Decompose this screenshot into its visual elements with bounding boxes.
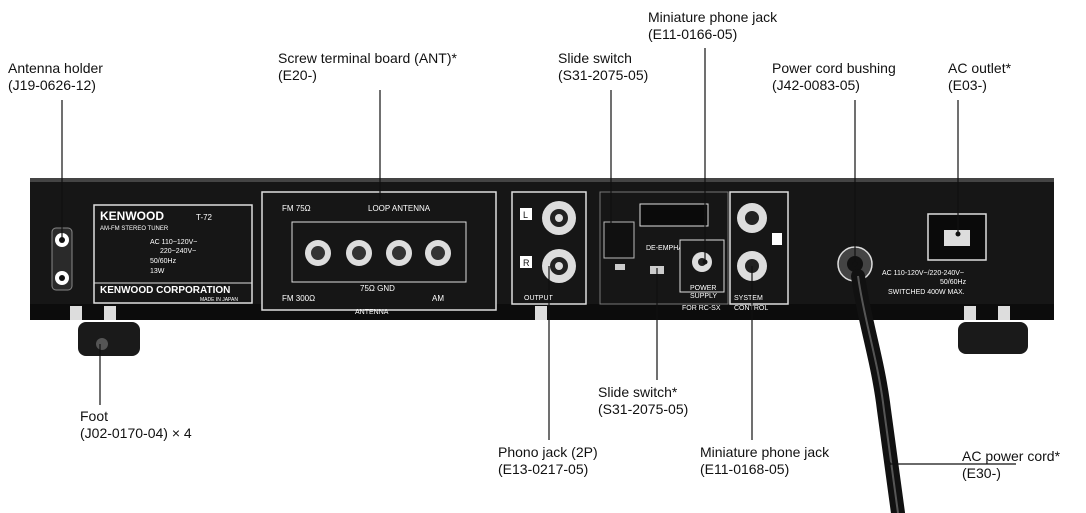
right-channel-label: R	[523, 258, 530, 268]
callout-part: (E03-)	[948, 77, 1011, 94]
callout-part: (E20-)	[278, 67, 457, 84]
callout-part: (S31-2075-05)	[558, 67, 648, 84]
callout-antenna-holder: Antenna holder (J19-0626-12)	[8, 60, 103, 94]
callout-part: (S31-2075-05)	[598, 401, 688, 418]
model-label: T-72	[196, 213, 213, 222]
left-channel-label: L	[523, 210, 528, 220]
callout-screw-terminal: Screw terminal board (ANT)* (E20-)	[278, 50, 457, 84]
callout-mini-jack-top: Miniature phone jack (E11-0166-05)	[648, 9, 777, 43]
rating-line-2: 220~240V~	[160, 248, 196, 255]
callout-name: Slide switch	[558, 50, 648, 67]
foot-right	[958, 322, 1028, 354]
ac-outlet-label-3: SWITCHED 400W MAX.	[888, 289, 965, 296]
gnd-label: 75Ω GND	[360, 284, 395, 293]
rating-line-3: 50/60Hz	[150, 258, 177, 265]
callout-part: (E11-0168-05)	[700, 461, 829, 478]
product-label: AM-FM STEREO TUNER	[100, 226, 169, 232]
foot	[78, 322, 140, 356]
made-in-label: MADE IN JAPAN	[200, 297, 238, 303]
callout-part: (E11-0166-05)	[648, 26, 777, 43]
callout-part: (E30-)	[962, 465, 1060, 482]
antenna-label: ANTENNA	[355, 309, 389, 316]
callout-name: Phono jack (2P)	[498, 444, 598, 461]
callout-part: (J02-0170-04) × 4	[80, 425, 192, 442]
fm75-label: FM 75Ω	[282, 204, 311, 213]
callout-phono-jack: Phono jack (2P) (E13-0217-05)	[498, 444, 598, 478]
callout-mini-jack-bottom: Miniature phone jack (E11-0168-05)	[700, 444, 829, 478]
callout-ac-power-cord: AC power cord* (E30-)	[962, 448, 1060, 482]
callout-name: Power cord bushing	[772, 60, 896, 77]
callout-name: Antenna holder	[8, 60, 103, 77]
ac-outlet-label-1: AC 110-120V~/220-240V~	[882, 270, 964, 277]
callout-name: Screw terminal board (ANT)*	[278, 50, 457, 67]
brand-label: KENWOOD	[100, 209, 164, 223]
system-control-jacks: SYSTEM CONTROL	[730, 192, 788, 312]
callout-part: (E13-0217-05)	[498, 461, 598, 478]
ac-outlet-label-2: 50/60Hz	[940, 279, 967, 286]
callout-part: (J19-0626-12)	[8, 77, 103, 94]
callout-name: Slide switch*	[598, 384, 688, 401]
power-supply-label-2: SUPPLY	[690, 293, 717, 300]
switch-area: DE-EMPHASIS POWER SUPPLY FOR RC-SX	[600, 192, 728, 312]
loop-antenna-label: LOOP ANTENNA	[368, 204, 431, 213]
callout-slide-switch-bottom: Slide switch* (S31-2075-05)	[598, 384, 688, 418]
callout-ac-outlet: AC outlet* (E03-)	[948, 60, 1011, 94]
fm300-label: FM 300Ω	[282, 294, 315, 303]
callout-name: Foot	[80, 408, 192, 425]
rating-line-1: AC 110~120V~	[150, 239, 197, 246]
power-supply-label-1: POWER	[690, 285, 716, 292]
callout-name: AC power cord*	[962, 448, 1060, 465]
callout-name: Miniature phone jack	[700, 444, 829, 461]
callout-name: Miniature phone jack	[648, 9, 777, 26]
rating-line-4: 13W	[150, 268, 165, 275]
system-control-label-2: CONTROL	[734, 305, 768, 312]
callout-slide-switch-top: Slide switch (S31-2075-05)	[558, 50, 648, 84]
power-supply-label-3: FOR RC-SX	[682, 305, 721, 312]
rating-label-plate: KENWOOD T-72 AM-FM STEREO TUNER AC 110~1…	[94, 205, 252, 303]
system-control-label-1: SYSTEM	[734, 295, 763, 302]
screw-terminal-board: FM 75Ω LOOP ANTENNA FM 300Ω 75Ω GND AM A…	[262, 192, 496, 316]
callout-foot: Foot (J02-0170-04) × 4	[80, 408, 192, 442]
callout-name: AC outlet*	[948, 60, 1011, 77]
callout-power-cord-bushing: Power cord bushing (J42-0083-05)	[772, 60, 896, 94]
corporation-label: KENWOOD CORPORATION	[100, 285, 230, 296]
callout-part: (J42-0083-05)	[772, 77, 896, 94]
am-label: AM	[432, 294, 444, 303]
